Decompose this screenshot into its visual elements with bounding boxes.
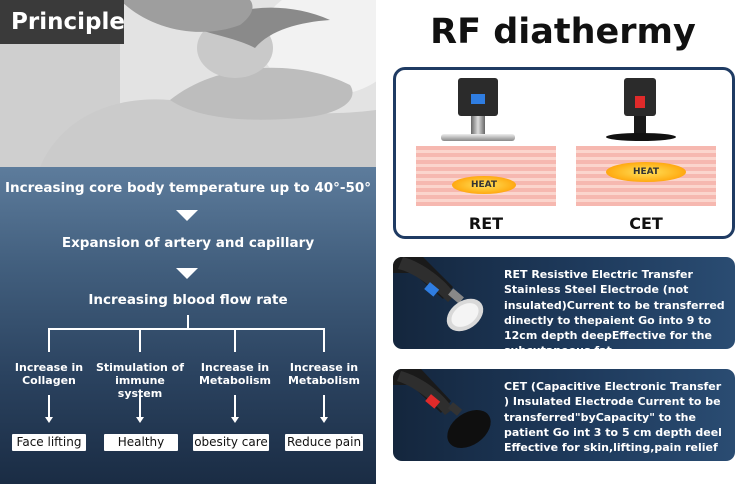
result-face-lifting: Face lifting [12,434,86,451]
flow-step-1: Increasing core body temperature up to 4… [4,180,371,196]
cet-electrode-disc [606,133,676,141]
principle-title: Principle [0,0,125,44]
ret-cet-diagram: HEAT RET HEAT CET [393,67,735,239]
arrow-down-icon [45,417,53,423]
cet-description: CET (Capacitive Electronic Transfer ) In… [504,380,722,455]
ret-electrode-plate [441,134,515,141]
flow-step-2: Expansion of artery and capillary [61,235,315,251]
cet-red-band [635,96,645,108]
cet-handpiece-icon [624,78,656,116]
tree-bar [48,328,324,330]
spa-woman-photo [0,0,376,167]
arrow-down-icon [231,417,239,423]
result-obesity-care: obesity care [193,434,269,451]
principle-flow-panel: Increasing core body temperature up to 4… [0,167,376,484]
ret-heat-zone: HEAT [452,176,516,194]
tree-stem [187,315,189,328]
cet-heat-zone: HEAT [606,162,686,182]
result-reduce-pain: Reduce pain [285,434,363,451]
down-arrow-icon [176,268,198,279]
flow-step-3: Increasing blood flow rate [88,292,288,308]
arrow-down-icon [136,417,144,423]
ret-info-card: RET Resistive Electric Transfer Stainles… [393,257,735,349]
arrow-down-icon [320,417,328,423]
ret-handpiece-photo-icon [393,257,484,332]
down-arrow-icon [176,210,198,221]
ret-label: RET [468,214,504,233]
ret-description: RET Resistive Electric Transfer Stainles… [504,268,725,349]
ret-blue-band [471,94,485,104]
rf-diathermy-title: RF diathermy [430,12,696,52]
cet-label: CET [629,214,663,233]
cet-info-card: CET (Capacitive Electronic Transfer ) In… [393,369,735,461]
result-healthy: Healthy [104,434,178,451]
spa-photo-illustration [0,0,376,167]
cet-handpiece-photo-icon [393,369,491,449]
